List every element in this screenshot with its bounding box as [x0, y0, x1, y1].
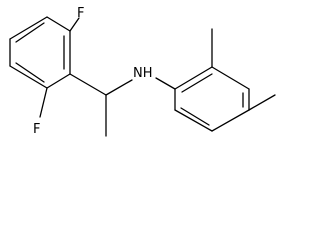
- ring-b-bond-4: [211, 109, 250, 132]
- ring-b-double-1: [181, 73, 213, 93]
- ring-a-double-3: [15, 22, 45, 43]
- fluorine-bottom-label: F: [33, 122, 40, 137]
- nitrogen-to-ring-bond: [155, 77, 176, 90]
- difluorophenyl-ring: [9, 16, 71, 89]
- ring-a-bond-4: [9, 65, 48, 89]
- ring-to-ch-bond: [69, 73, 107, 96]
- ring-b-bond-2: [211, 66, 250, 90]
- fluorine-bottom-bond: [39, 87, 48, 118]
- amine-nitrogen-label: NH: [133, 66, 153, 81]
- fluorine-top-bond: [69, 17, 80, 32]
- ring-b-bond-1: [174, 66, 213, 90]
- ring-a-bond-3: [46, 73, 71, 89]
- dimethylphenyl-ring: [174, 66, 250, 132]
- ring-a-bond-1: [46, 16, 71, 32]
- ring-a-bond-6: [9, 16, 48, 40]
- ch-to-nitrogen-bond: [105, 79, 133, 96]
- para-methyl-bond: [248, 94, 276, 111]
- ring-b-double-3: [180, 107, 210, 126]
- molecule-diagram: F F NH: [9, 6, 276, 137]
- ring-b-bond-5: [174, 109, 213, 132]
- fluorine-top-label: F: [77, 6, 84, 21]
- ring-a-double-2: [15, 62, 45, 83]
